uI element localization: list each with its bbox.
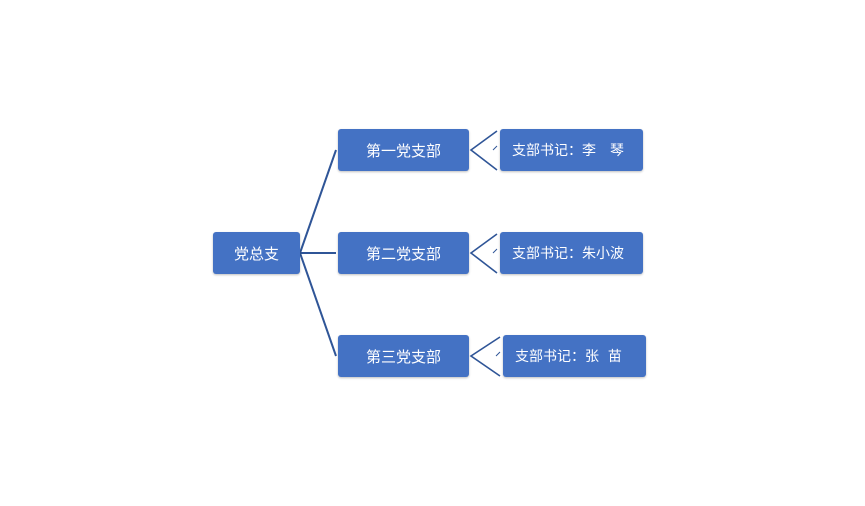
branch-node-label: 第三党支部 <box>365 347 441 366</box>
branch-node-label: 第一党支部 <box>365 141 441 160</box>
secretary-node-3: 支部书记：张 苗 <box>503 335 646 377</box>
connector-branch-2-tick <box>492 248 498 254</box>
connector-branch-3-tick <box>495 351 501 357</box>
connector-root-branch-1 <box>299 149 337 254</box>
connector-branch-1-tick <box>492 145 498 151</box>
secretary-label: 支部书记：朱小波 <box>512 246 624 262</box>
connector-branch-2-secretary <box>469 233 498 274</box>
branch-node-label: 第二党支部 <box>365 244 441 263</box>
connector-branch-3-secretary <box>469 336 501 377</box>
secretary-label: 支部书记：张 苗 <box>515 349 622 365</box>
branch-node-3: 第三党支部 <box>338 335 469 377</box>
branch-node-2: 第二党支部 <box>338 232 469 274</box>
root-node-label: 党总支 <box>233 244 279 263</box>
secretary-node-2: 支部书记：朱小波 <box>500 232 643 274</box>
root-node: 党总支 <box>213 232 300 274</box>
secretary-label: 支部书记：李 琴 <box>512 143 624 159</box>
connector-branch-1-secretary <box>469 130 498 171</box>
connector-root-branch-3 <box>299 252 337 357</box>
branch-node-1: 第一党支部 <box>338 129 469 171</box>
secretary-node-1: 支部书记：李 琴 <box>500 129 643 171</box>
